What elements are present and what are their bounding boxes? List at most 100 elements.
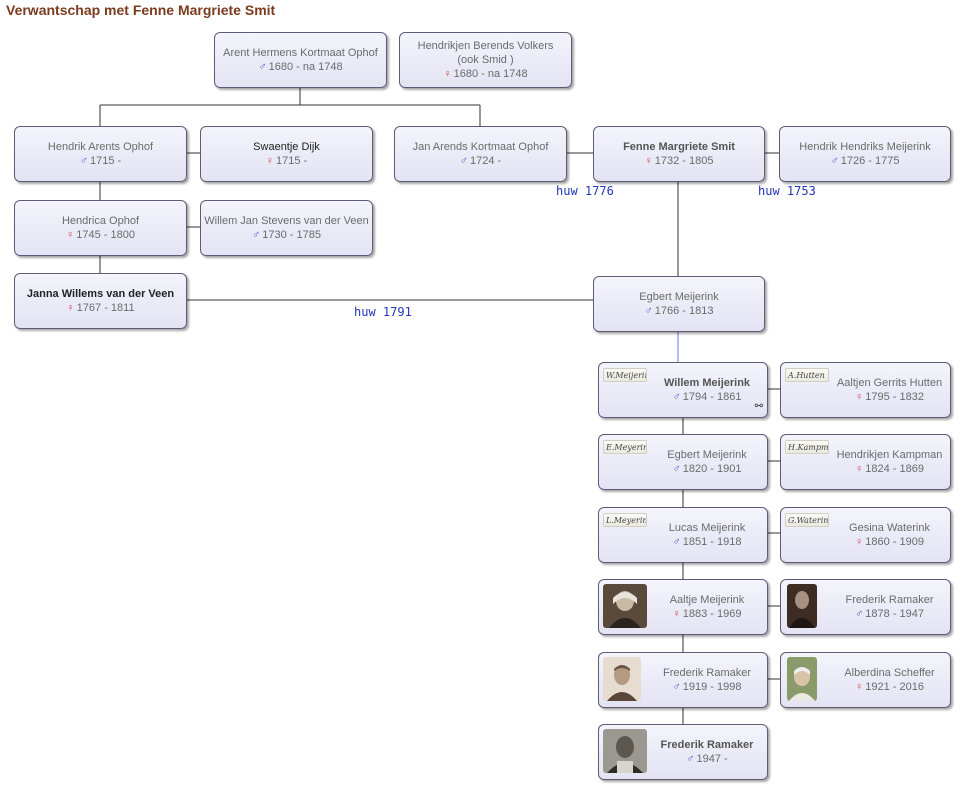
person-name: Hendrikjen Kampman — [836, 449, 943, 461]
male-icon: ♂ — [644, 305, 653, 317]
marriage-label-1791: huw 1791 — [354, 305, 412, 319]
person-name: Janna Willems van der Veen — [26, 288, 175, 300]
male-icon: ♂ — [459, 155, 469, 167]
signature-image: G.Waterink — [785, 513, 829, 527]
person-card-swaentje-dijk[interactable]: Swaentje Dijk ♀1715 - — [200, 126, 373, 182]
person-years: 1883 - 1969 — [682, 608, 742, 620]
person-years: 1726 - 1775 — [840, 155, 900, 167]
person-name: Swaentje Dijk — [253, 141, 320, 153]
signature-image: H.Kampman — [785, 440, 829, 454]
person-years: 1860 - 1909 — [865, 536, 924, 548]
male-icon: ♂ — [672, 391, 681, 403]
person-name: Willem Meijerink — [663, 377, 751, 389]
person-years: 1715 - — [276, 155, 308, 167]
person-card-gesina-waterink[interactable]: G.Waterink Gesina Waterink ♀1860 - 1909 — [780, 507, 951, 563]
male-icon: ♂ — [672, 536, 681, 548]
male-icon: ♂ — [252, 229, 261, 241]
person-years: 1851 - 1918 — [682, 536, 742, 548]
page-title: Verwantschap met Fenne Margriete Smit — [6, 2, 276, 18]
portrait-photo — [603, 729, 647, 773]
person-years: 1794 - 1861 — [682, 391, 742, 403]
portrait-photo — [787, 584, 817, 628]
person-card-hendrik-arents-ophof[interactable]: Hendrik Arents Ophof ♂1715 - — [14, 126, 187, 182]
person-years: 1680 - na 1748 — [268, 61, 343, 73]
person-card-willem-meijerink[interactable]: W.Meijerink Willem Meijerink ♂1794 - 186… — [598, 362, 768, 418]
person-years: 1947 - — [696, 753, 728, 765]
person-card-lucas-meijerink[interactable]: L.Meyerink Lucas Meijerink ♂1851 - 1918 — [598, 507, 768, 563]
relation-link-icon[interactable]: ⚯ — [754, 401, 763, 412]
person-card-egbert-meijerink-1820[interactable]: E.Meyerink Egbert Meijerink ♂1820 - 1901 — [598, 434, 768, 490]
person-years: 1766 - 1813 — [654, 305, 714, 317]
person-card-fenne-margriete-smit[interactable]: Fenne Margriete Smit ♀1732 - 1805 — [593, 126, 765, 182]
person-name: Gesina Waterink — [849, 522, 930, 534]
person-card-egbert-meijerink-1766[interactable]: Egbert Meijerink ♂1766 - 1813 — [593, 276, 765, 332]
person-card-frederik-ramaker-1947[interactable]: Frederik Ramaker ♂1947 - — [598, 724, 768, 780]
person-years: 1919 - 1998 — [682, 681, 742, 693]
male-icon: ♂ — [672, 681, 681, 693]
portrait-photo — [787, 657, 817, 701]
person-name: Fenne Margriete Smit — [623, 141, 735, 153]
person-card-aaltje-meijerink[interactable]: Aaltje Meijerink ♀1883 - 1969 — [598, 579, 768, 635]
marriage-label-1753: huw 1753 — [758, 184, 816, 198]
person-card-frederik-ramaker-1919[interactable]: Frederik Ramaker ♂1919 - 1998 — [598, 652, 768, 708]
male-icon: ♂ — [79, 155, 89, 167]
person-card-hendrikjen-berends-volkers[interactable]: Hendrikjen Berends Volkers (ook Smid ) ♀… — [399, 32, 572, 88]
person-years: 1878 - 1947 — [865, 608, 924, 620]
person-name: Lucas Meijerink — [668, 522, 746, 534]
person-name: Aaltje Meijerink — [669, 594, 745, 606]
person-name: Hendrica Ophof — [61, 215, 140, 227]
female-icon: ♀ — [66, 302, 75, 314]
person-name: Egbert Meijerink — [667, 449, 747, 461]
person-name: Frederik Ramaker — [845, 594, 934, 606]
person-years: 1824 - 1869 — [865, 463, 924, 475]
female-icon: ♀ — [66, 229, 75, 241]
person-card-hendrik-hendriks-meijerink[interactable]: Hendrik Hendriks Meijerink ♂1726 - 1775 — [779, 126, 951, 182]
signature-image: E.Meyerink — [603, 440, 647, 454]
person-years: 1730 - 1785 — [262, 229, 321, 241]
person-card-alberdina-scheffer[interactable]: Alberdina Scheffer ♀1921 - 2016 — [780, 652, 951, 708]
person-card-aaltjen-gerrits-hutten[interactable]: A.Hutten Aaltjen Gerrits Hutten ♀1795 - … — [780, 362, 951, 418]
person-years: 1795 - 1832 — [865, 391, 924, 403]
person-years: 1732 - 1805 — [654, 155, 714, 167]
female-icon: ♀ — [672, 608, 681, 620]
person-card-janna-willems-van-der-veen[interactable]: Janna Willems van der Veen ♀1767 - 1811 — [14, 273, 187, 329]
signature-image: A.Hutten — [785, 368, 829, 382]
person-name: Alberdina Scheffer — [844, 667, 935, 679]
female-icon: ♀ — [443, 68, 452, 80]
person-card-frederik-ramaker-1878[interactable]: Frederik Ramaker ♂1878 - 1947 — [780, 579, 951, 635]
person-years: 1715 - — [90, 155, 122, 167]
female-icon: ♀ — [855, 391, 864, 403]
person-card-hendrica-ophof[interactable]: Hendrica Ophof ♀1745 - 1800 — [14, 200, 187, 256]
person-name: Frederik Ramaker — [660, 739, 754, 751]
male-icon: ♂ — [672, 463, 681, 475]
signature-image: L.Meyerink — [603, 513, 647, 527]
person-years: 1724 - — [470, 155, 502, 167]
person-name: Hendrikjen Berends Volkers (ook Smid ) — [417, 40, 554, 66]
female-icon: ♀ — [644, 155, 653, 167]
portrait-photo — [603, 657, 641, 701]
person-years: 1921 - 2016 — [865, 681, 924, 693]
female-icon: ♀ — [855, 536, 864, 548]
male-icon: ♂ — [258, 61, 267, 73]
female-icon: ♀ — [855, 463, 864, 475]
person-card-jan-arends-kortmaat-ophof[interactable]: Jan Arends Kortmaat Ophof ♂1724 - — [394, 126, 567, 182]
signature-image: W.Meijerink — [603, 368, 647, 382]
person-years: 1680 - na 1748 — [453, 68, 528, 80]
person-name: Arent Hermens Kortmaat Ophof — [223, 47, 378, 59]
female-icon: ♀ — [855, 681, 864, 693]
male-icon: ♂ — [855, 608, 864, 620]
person-name: Frederik Ramaker — [662, 667, 752, 679]
person-card-willem-jan-stevens-van-der-veen[interactable]: Willem Jan Stevens van der Veen ♂1730 - … — [200, 200, 373, 256]
person-card-hendrikjen-kampman[interactable]: H.Kampman Hendrikjen Kampman ♀1824 - 186… — [780, 434, 951, 490]
person-name: Egbert Meijerink — [639, 291, 719, 303]
person-card-arent-hermens-kortmaat-ophof[interactable]: Arent Hermens Kortmaat Ophof ♂1680 - na … — [214, 32, 387, 88]
person-name: Jan Arends Kortmaat Ophof — [412, 141, 549, 153]
male-icon: ♂ — [686, 753, 695, 765]
person-years: 1767 - 1811 — [76, 302, 135, 314]
portrait-photo — [603, 584, 647, 628]
person-years: 1745 - 1800 — [76, 229, 135, 241]
female-icon: ♀ — [265, 155, 275, 167]
marriage-label-1776: huw 1776 — [556, 184, 614, 198]
person-name: Willem Jan Stevens van der Veen — [204, 215, 369, 227]
